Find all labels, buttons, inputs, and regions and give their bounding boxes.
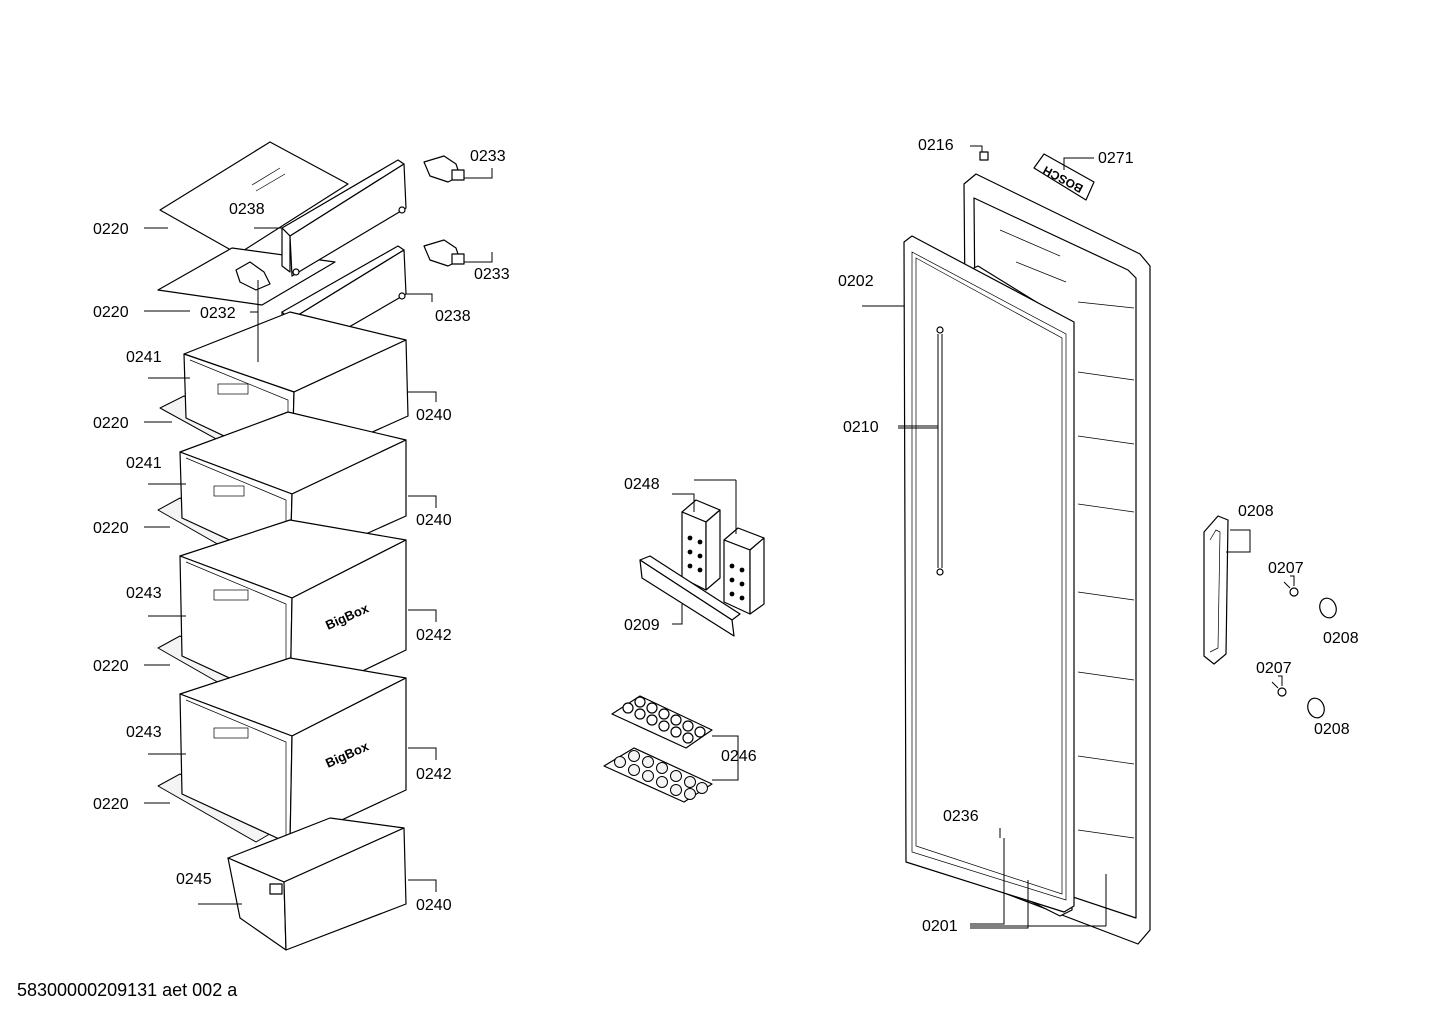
bracket-0232-upper <box>235 261 271 291</box>
callout-0216: 0216 <box>918 137 954 154</box>
door-handle-0208 <box>1203 515 1229 665</box>
callout-0240-c: 0240 <box>416 897 452 914</box>
callout-0248: 0248 <box>624 476 660 493</box>
callout-0243-a: 0243 <box>126 585 162 602</box>
egg-tray-lower <box>603 747 713 803</box>
ice-pack-right <box>723 527 765 615</box>
bracket-0233-lower <box>423 239 465 267</box>
callout-0245: 0245 <box>176 871 212 888</box>
callout-0220-d: 0220 <box>93 520 129 537</box>
callout-0210: 0210 <box>843 419 879 436</box>
document-footer-id: 58300000209131 aet 002 a <box>17 980 238 1000</box>
callout-0243-b: 0243 <box>126 724 162 741</box>
cap-0208-upper <box>1319 597 1337 619</box>
callout-0233-a: 0233 <box>470 148 506 165</box>
cap-0208-lower <box>1307 697 1325 719</box>
egg-tray-upper-cups <box>622 696 706 744</box>
callout-0207-a: 0207 <box>1268 560 1304 577</box>
screw-0207-upper <box>1283 581 1299 597</box>
callout-0242-b: 0242 <box>416 766 452 783</box>
bracket-0233-upper <box>423 155 465 183</box>
bottom-drawer-0245 <box>227 817 407 951</box>
callout-0246: 0246 <box>721 748 757 765</box>
callout-0220-f: 0220 <box>93 796 129 813</box>
ice-pack-assembly <box>639 499 765 637</box>
callout-0220-c: 0220 <box>93 415 129 432</box>
callout-0232: 0232 <box>200 305 236 322</box>
shelves-and-drawers-assembly: BigBox BigBox <box>157 141 465 951</box>
callout-0209: 0209 <box>624 617 660 634</box>
callout-0220-b: 0220 <box>93 304 129 321</box>
callout-0208-c: 0208 <box>1314 721 1350 738</box>
callout-0202: 0202 <box>838 273 874 290</box>
egg-tray-upper <box>611 695 713 749</box>
callout-0236: 0236 <box>943 808 979 825</box>
callout-0242-a: 0242 <box>416 627 452 644</box>
callout-0208-a: 0208 <box>1238 503 1274 520</box>
screw-0207-lower <box>1271 681 1287 697</box>
callout-labels: 0220 0238 0233 0220 0232 0233 0238 0241 … <box>93 137 1359 935</box>
callout-0220-a: 0220 <box>93 221 129 238</box>
callout-0220-e: 0220 <box>93 658 129 675</box>
door-assembly: BOSCH <box>903 151 1337 945</box>
callout-0241-a: 0241 <box>126 349 162 366</box>
glass-shelf-top <box>159 141 349 255</box>
callout-0240-b: 0240 <box>416 512 452 529</box>
bigbox-drawer-lower: BigBox <box>157 657 407 845</box>
hinge-screws-0210 <box>936 326 944 576</box>
ice-pack-left <box>681 499 721 591</box>
callout-0207-b: 0207 <box>1256 660 1292 677</box>
egg-tray-lower-cups <box>614 750 708 800</box>
callout-0201: 0201 <box>922 918 958 935</box>
callout-0240-a: 0240 <box>416 407 452 424</box>
shelf-trim-upper <box>281 159 407 277</box>
callout-0238-b: 0238 <box>435 308 471 325</box>
leader-lines <box>144 145 1295 929</box>
callout-0271: 0271 <box>1098 150 1134 167</box>
callout-0208-b: 0208 <box>1323 630 1359 647</box>
door-gasket-0202 <box>903 235 1075 913</box>
cap-0216 <box>979 151 989 161</box>
ice-pack-holder-0209 <box>639 555 741 637</box>
callout-0238-a: 0238 <box>229 201 265 218</box>
callout-0241-b: 0241 <box>126 455 162 472</box>
callout-0233-b: 0233 <box>474 266 510 283</box>
egg-trays <box>603 695 713 803</box>
